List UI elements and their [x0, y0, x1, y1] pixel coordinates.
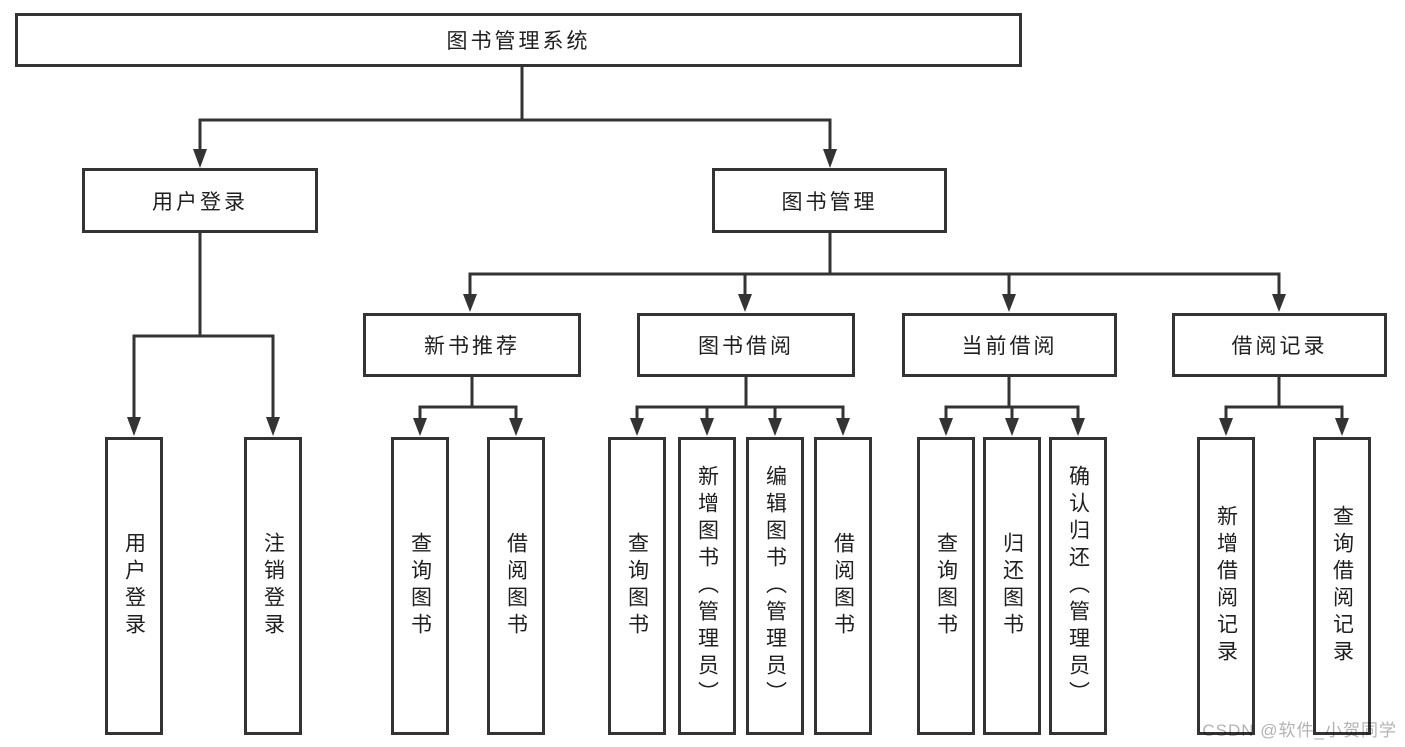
node-label: 图书管理	[781, 190, 878, 214]
arrowhead	[630, 418, 644, 436]
leaf-label: 用户登录	[122, 532, 146, 640]
leaf-user-login: 用户登录	[105, 437, 163, 735]
leaf-label: 查询图书	[625, 532, 649, 640]
leaf-borrow-books-recommend: 借阅图书	[487, 437, 545, 735]
node-current-borrow: 当前借阅	[902, 313, 1117, 377]
arrowhead	[1005, 418, 1019, 436]
arrowhead	[1002, 294, 1016, 312]
leaf-label: 查询借阅记录	[1330, 505, 1354, 667]
arrowhead	[1272, 294, 1286, 312]
arrowhead	[266, 417, 280, 436]
arrowhead	[823, 149, 837, 168]
leaf-label: 查询图书	[408, 532, 432, 640]
leaf-label: 查询图书	[934, 532, 958, 640]
arrowhead	[509, 418, 523, 436]
arrowhead	[939, 418, 953, 436]
leaf-label: 编辑图书（管理员）	[763, 464, 787, 708]
node-label: 借阅记录	[1231, 335, 1328, 358]
leaf-return-book: 归还图书	[983, 437, 1041, 735]
node-label: 图书管理系统	[446, 30, 591, 53]
node-root-system: 图书管理系统	[15, 13, 1022, 67]
arrowhead	[127, 417, 141, 436]
arrowhead	[1219, 418, 1233, 436]
arrowhead	[768, 418, 782, 436]
node-label: 当前借阅	[961, 335, 1058, 358]
leaf-query-books-recommend: 查询图书	[391, 437, 449, 735]
leaf-add-borrow-record: 新增借阅记录	[1197, 437, 1255, 735]
leaf-query-borrow-record: 查询借阅记录	[1313, 437, 1371, 735]
leaf-label: 归还图书	[1000, 532, 1024, 640]
node-book-borrow: 图书借阅	[637, 313, 855, 377]
leaf-borrow-books: 借阅图书	[814, 437, 872, 735]
leaf-label: 借阅图书	[504, 532, 528, 640]
node-book-management: 图书管理	[712, 168, 947, 233]
arrowhead	[836, 418, 850, 436]
node-label: 新书推荐	[424, 335, 520, 358]
arrowhead	[413, 418, 427, 436]
leaf-label: 注销登录	[261, 532, 285, 640]
leaf-label: 新增借阅记录	[1214, 505, 1238, 667]
arrowhead	[1071, 418, 1085, 436]
leaf-query-books-borrow: 查询图书	[608, 437, 666, 735]
arrowhead	[1335, 418, 1349, 436]
arrowhead	[738, 294, 752, 312]
leaf-confirm-return-admin: 确认归还（管理员）	[1049, 437, 1107, 735]
leaf-label: 新增图书（管理员）	[695, 464, 719, 708]
node-label: 图书借阅	[698, 335, 794, 358]
leaf-add-book-admin: 新增图书（管理员）	[678, 437, 736, 735]
node-user-login: 用户登录	[82, 168, 318, 233]
node-new-book-recommend: 新书推荐	[363, 313, 581, 377]
leaf-label: 确认归还（管理员）	[1066, 464, 1090, 708]
node-label: 用户登录	[152, 190, 248, 214]
node-borrow-records: 借阅记录	[1172, 313, 1387, 377]
leaf-edit-book-admin: 编辑图书（管理员）	[746, 437, 804, 735]
csdn-watermark: CSDN @软件_小贺同学	[1202, 721, 1397, 740]
arrowhead	[700, 418, 714, 436]
leaf-logout: 注销登录	[244, 437, 302, 735]
arrowhead	[463, 294, 477, 312]
leaf-query-books-current: 查询图书	[917, 437, 975, 735]
arrowhead	[193, 149, 207, 168]
leaf-label: 借阅图书	[831, 532, 855, 640]
